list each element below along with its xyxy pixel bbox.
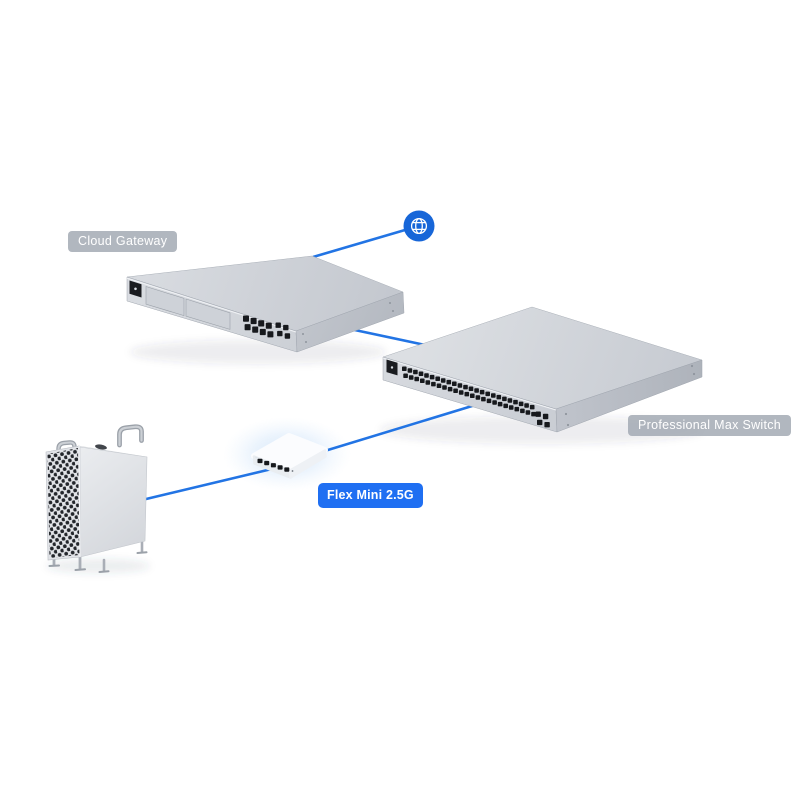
switch-sfp-ports <box>535 411 550 428</box>
link-switch-flexmini <box>317 403 478 455</box>
tower-front-edge-highlight <box>78 445 81 558</box>
ground-shadows <box>46 340 704 573</box>
workstation-tower <box>45 424 148 573</box>
switch-front-bevel <box>382 357 557 411</box>
link-gateway-switch <box>349 327 431 348</box>
gateway-sfp-ports <box>275 322 291 339</box>
gateway-screws <box>302 302 394 343</box>
tower-handles <box>56 424 144 461</box>
professional-max-switch-device <box>382 306 703 433</box>
professional-max-switch-label: Professional Max Switch <box>628 415 792 436</box>
link-flexmini-tower <box>143 466 279 501</box>
cloud-gateway-device <box>126 255 405 353</box>
flex-mini-device <box>251 433 328 479</box>
connection-lines <box>143 228 478 501</box>
tower-side-face <box>79 446 148 558</box>
switch-screen-dot <box>390 366 394 369</box>
flexmini-rj45-ports <box>257 458 290 472</box>
cloud-gateway-label: Cloud Gateway <box>68 231 178 252</box>
flexmini-right-face <box>288 449 327 479</box>
gateway-drive-bays <box>145 286 231 330</box>
switch-screws <box>564 364 696 427</box>
gateway-screen-dot <box>134 287 137 291</box>
link-internet-gateway <box>312 228 406 259</box>
switch-end-face <box>555 359 703 433</box>
tower-perforation <box>47 448 80 558</box>
switch-rj45-ports <box>402 366 536 417</box>
gateway-rj45-ports <box>243 315 274 338</box>
flex-mini-label: Flex Mini 2.5G <box>318 483 423 508</box>
internet-globe-icon <box>403 210 435 242</box>
flexmini-led <box>291 470 294 472</box>
tower-top-vent <box>95 444 107 450</box>
gateway-end-face <box>295 291 405 353</box>
